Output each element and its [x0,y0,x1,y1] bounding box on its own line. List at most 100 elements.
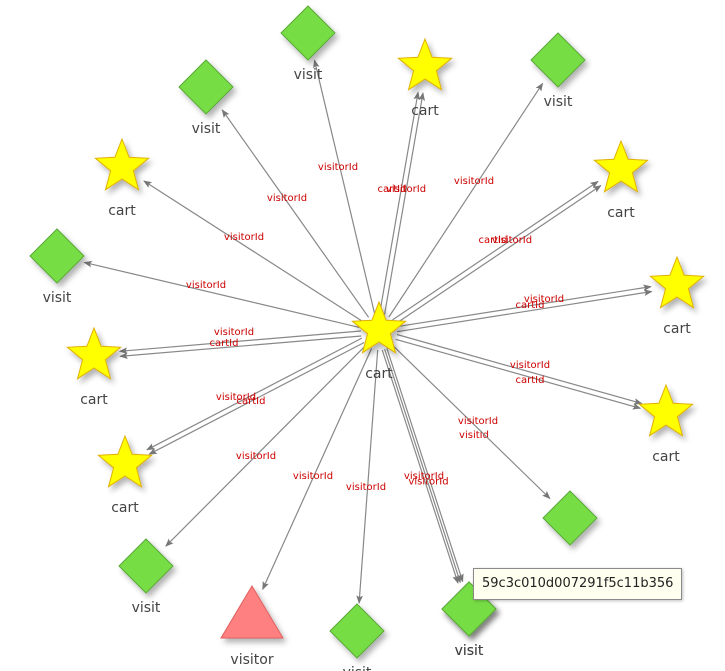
node-label: cart [80,392,108,408]
edge-label: visitorId [510,360,550,371]
node-id-tooltip: 59c3c010d007291f5c11b356 [473,568,683,600]
edge-n7[interactable]: visitorId [83,260,362,329]
diamond-icon[interactable] [118,538,174,594]
edge-line[interactable] [394,185,602,325]
edge-n1[interactable]: visitorId [312,59,376,315]
node-label: visit [43,290,72,306]
edge-line[interactable] [119,335,362,360]
node-star-cart[interactable]: cart [593,139,649,221]
star-icon[interactable] [351,300,407,354]
star-icon[interactable] [97,434,153,488]
edge-line[interactable] [143,180,365,323]
edge-line[interactable] [146,337,363,451]
edge-line[interactable] [83,260,362,329]
edge-label: visitorId [454,176,494,187]
edge-line[interactable] [221,109,370,318]
edge-line[interactable] [396,284,652,328]
edge-line[interactable] [397,289,653,333]
node-label: cart [411,103,439,119]
node-label: visit [455,643,484,659]
edge-label: visitorId [492,235,532,246]
edge-line[interactable] [356,349,379,604]
edge-n14[interactable]: visitorId [391,344,551,500]
edge-line[interactable] [118,330,361,355]
edge-label: cartId [479,235,508,246]
node-label: visit [132,600,161,616]
node-star-cart[interactable]: cart [397,37,453,119]
diamond-icon[interactable] [280,5,336,61]
node-star-cart[interactable]: cart [638,383,694,465]
edge-n16[interactable]: visitorId [384,348,462,584]
edge-line[interactable] [148,341,365,455]
node-star-cart[interactable]: cart [97,434,153,516]
edge-line[interactable] [386,348,464,583]
edge-label: visitorId [408,476,448,487]
edge-n5[interactable]: visitorId [143,180,365,323]
edge-line[interactable] [379,91,421,314]
star-icon[interactable] [638,383,694,437]
node-diamond-visit[interactable]: visit [280,5,336,83]
edge-line[interactable] [262,348,373,591]
star-icon[interactable] [649,255,705,309]
edge-label: visitorId [224,232,264,243]
edge-n13[interactable]: visitorId [346,349,386,604]
star-icon[interactable] [593,139,649,193]
edge-label: visitorId [524,294,564,305]
edge-label: visitorId [458,416,498,427]
edge-label: cartId [378,184,407,195]
node-star-cart[interactable]: cart [66,326,122,408]
edge-line[interactable] [392,181,599,321]
edge-n11[interactable]: visitId visitorId [381,348,489,584]
edge-line[interactable] [312,59,376,315]
edge-line[interactable] [388,82,544,318]
node-label: cart [652,449,680,465]
edge-n3[interactable]: visitorId [388,82,544,318]
node-diamond[interactable] [542,490,598,546]
node-diamond-visit[interactable]: visit [329,603,385,671]
node-label: visit [192,121,221,137]
edge-label: visitorId [236,451,276,462]
node-diamond-visit[interactable]: visit [118,538,174,616]
edge-line[interactable] [384,348,462,584]
node-label: cart [663,321,691,337]
edge-label: visitorId [186,280,226,291]
node-label: visit [455,643,484,659]
star-icon[interactable] [397,37,453,91]
edge-n15[interactable]: visitorId [262,348,373,591]
node-diamond-visit[interactable]: visit [29,228,85,306]
node-star-cart[interactable]: cart [649,255,705,337]
node-diamond-visit[interactable]: visit [530,32,586,110]
edge-line[interactable] [395,338,642,410]
edge-n12[interactable]: visitorId [165,344,367,547]
edge-line[interactable] [391,344,551,500]
node-label: visitor [230,652,273,668]
edge-label: visitorId [386,184,426,195]
node-star-cart[interactable]: cart [351,300,407,382]
triangle-icon[interactable] [220,585,284,639]
edge-line[interactable] [396,333,643,405]
node-label: visit [544,94,573,110]
diamond-icon[interactable] [178,59,234,115]
edge-line[interactable] [165,344,367,547]
diamond-icon[interactable] [29,228,85,284]
edge-n4[interactable]: visitorId [221,109,370,318]
edge-label: visitId [459,430,489,441]
edge-line[interactable] [383,92,426,315]
star-icon[interactable] [94,137,150,191]
node-triangle-visitor[interactable]: visitor [220,585,284,668]
edge-line[interactable] [381,349,459,584]
diamond-icon[interactable] [542,490,598,546]
star-icon[interactable] [66,326,122,380]
diamond-icon[interactable] [329,603,385,659]
node-label: cart [607,205,635,221]
diamond-icon[interactable] [530,32,586,88]
node-star-cart[interactable]: cart [94,137,150,219]
edge-label: visitorId [293,471,333,482]
node-diamond-visit[interactable]: visit [178,59,234,137]
